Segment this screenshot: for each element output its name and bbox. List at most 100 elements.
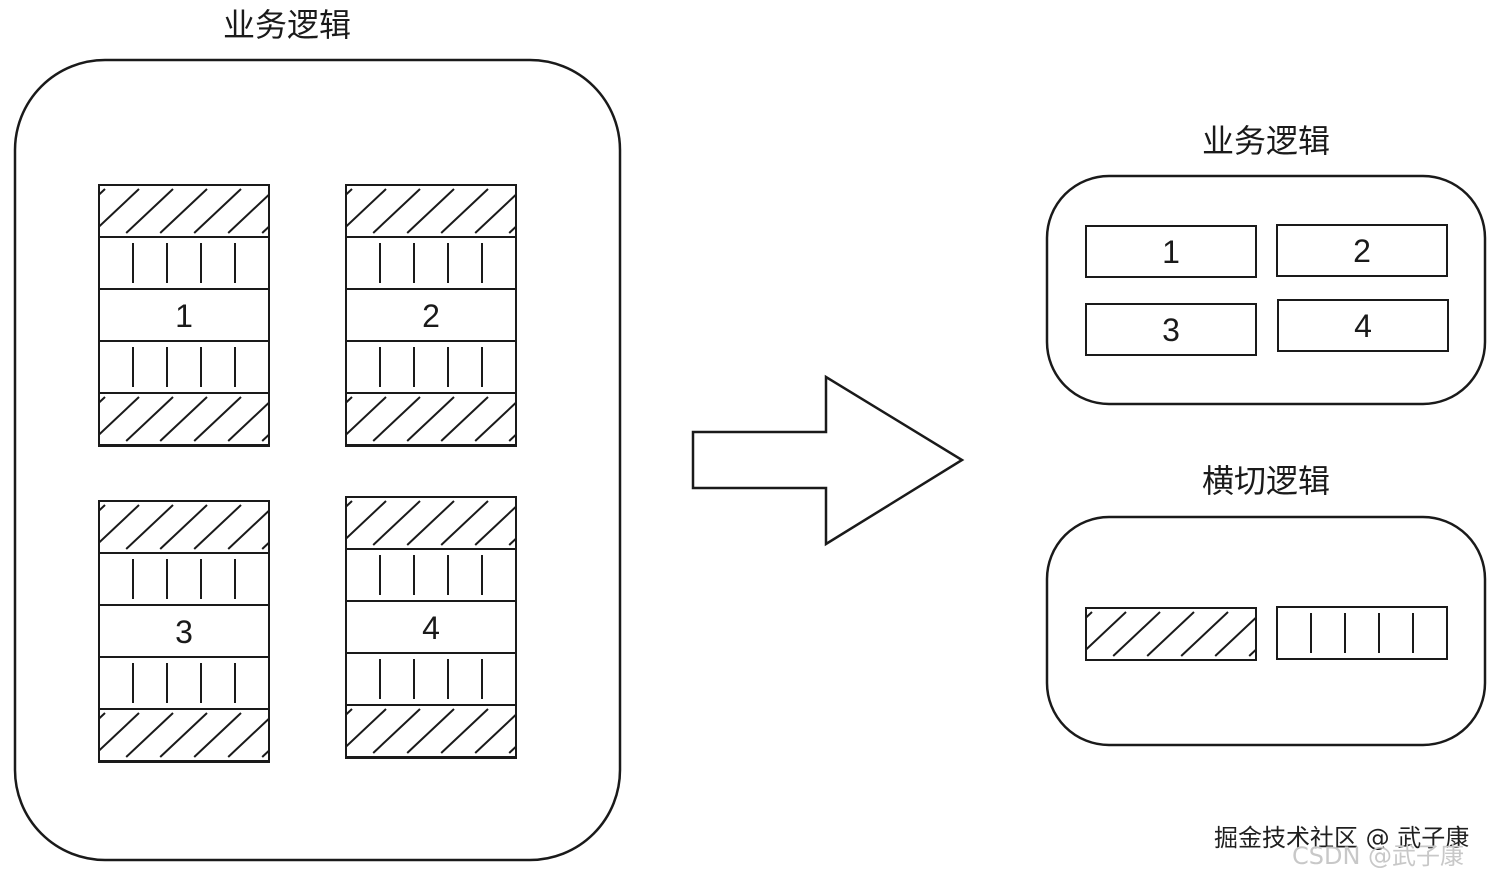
right-module-4-box [1277,299,1449,352]
left-module-2-bottom-hatch [345,392,517,446]
left-module-2-bottom-vertical-border [345,340,517,394]
left-module-1-bottom-vertical [98,340,270,394]
watermark-secondary: CSDN @武子康 [1292,842,1465,870]
left-module-4-top-vertical [345,548,517,602]
hatch-line [1112,611,1161,657]
left-module-3: 3 [98,500,270,763]
left-module-2-top-vertical-border [345,236,517,290]
hatch-line [125,504,174,550]
hatch-line [474,193,516,234]
left-module-2-bottom-vertical [345,340,517,394]
hatch-line [99,712,106,721]
left-module-3-bottom-vertical-border [98,656,270,710]
left-module-2-bottom-hatch-border [345,392,517,446]
hatch-line [440,188,489,234]
watermark-primary: 掘金技术社区 @ 武子康 [1214,824,1470,852]
left-module-2-label: 2 [422,298,440,334]
hatch-line [406,396,455,442]
left-module-2-top-vertical [345,236,517,290]
hatch-line [193,396,242,442]
hatch-line [372,188,421,234]
left-module-4: 4 [345,496,517,759]
left-module-3-top-vertical-border [98,552,270,606]
right-module-2-label: 2 [1353,233,1371,269]
hatch-line [99,188,106,197]
right-business-title: 业务逻辑 [1202,122,1330,160]
crosscutting-vertical-box-border [1276,606,1448,660]
hatch-line [346,396,353,405]
hatch-line [159,396,208,442]
right-business-container [1045,174,1487,406]
hatch-line [193,504,242,550]
left-module-3-top-vertical [98,552,270,606]
hatch-line [125,712,174,758]
hatch-line [1146,611,1195,657]
hatch-line [1214,616,1256,657]
right-module-2-box [1276,224,1448,277]
hatch-line [372,708,421,754]
hatch-line [372,500,421,546]
hatch-line [474,401,516,442]
hatch-line [99,396,106,405]
left-module-4-top-vertical-border [345,548,517,602]
hatch-line [474,505,516,546]
left-module-1-bottom-vertical-border [98,340,270,394]
hatch-line [125,396,174,442]
left-module-3-bottom-vertical [98,656,270,710]
right-module-2: 2 [1276,224,1448,277]
left-module-1-bottom-hatch [98,392,270,446]
left-module-4-bottom-vertical-border [345,652,517,706]
left-module-4-bottom-hatch-border [345,704,517,758]
hatch-line [346,708,353,717]
hatch-line [125,188,174,234]
hatch-line [440,396,489,442]
left-module-grid: 1 2 3 4 [98,184,517,763]
hatch-line [1086,611,1093,620]
hatch-line [159,504,208,550]
crosscutting-title: 横切逻辑 [1202,462,1330,500]
hatch-line [99,504,106,513]
crosscutting-hatch-box-border [1085,607,1257,661]
hatch-line [159,188,208,234]
right-crosscutting-logic-group: 横切逻辑 [1045,462,1487,747]
crosscutting-hatch-box [1085,607,1257,661]
crosscutting-vertical-aspect [1276,606,1448,660]
left-module-2-top-hatch-lines [346,188,516,234]
left-module-4-top-hatch [345,496,517,550]
left-module-4-bottom-vertical [345,652,517,706]
hatch-line [227,509,269,550]
hatch-line [406,708,455,754]
hatch-line [372,396,421,442]
hatch-line [227,193,269,234]
hatch-line [159,712,208,758]
right-module-1-label: 1 [1162,234,1180,270]
crosscutting-hatch-box-lines [1086,611,1256,657]
hatch-line [227,717,269,758]
left-module-1-top-vertical-border [98,236,270,290]
left-module-3-bottom-hatch-border [98,708,270,762]
right-module-4-label: 4 [1354,308,1372,344]
left-module-1-top-vertical [98,236,270,290]
left-module-2-core [345,288,517,342]
left-module-1: 1 [98,184,270,447]
crosscutting-vertical-box [1276,606,1448,660]
right-module-3-box [1085,303,1257,356]
crosscutting-container [1045,515,1487,747]
left-module-4-bottom-hatch [345,704,517,758]
left-module-4-label: 4 [422,610,440,646]
crosscutting-hatched-aspect [1085,607,1257,661]
left-panel-title: 业务逻辑 [223,6,351,44]
hatch-line [406,500,455,546]
right-module-4: 4 [1277,299,1449,352]
hatch-line [1180,611,1229,657]
right-module-3-label: 3 [1162,312,1180,348]
left-module-3-bottom-hatch [98,708,270,762]
hatch-line [406,188,455,234]
left-module-1-bottom-hatch-border [98,392,270,446]
hatch-line [346,500,353,509]
hatch-line [193,712,242,758]
hatch-line [193,188,242,234]
left-module-1-label: 1 [175,298,193,334]
left-module-3-label: 3 [175,614,193,650]
